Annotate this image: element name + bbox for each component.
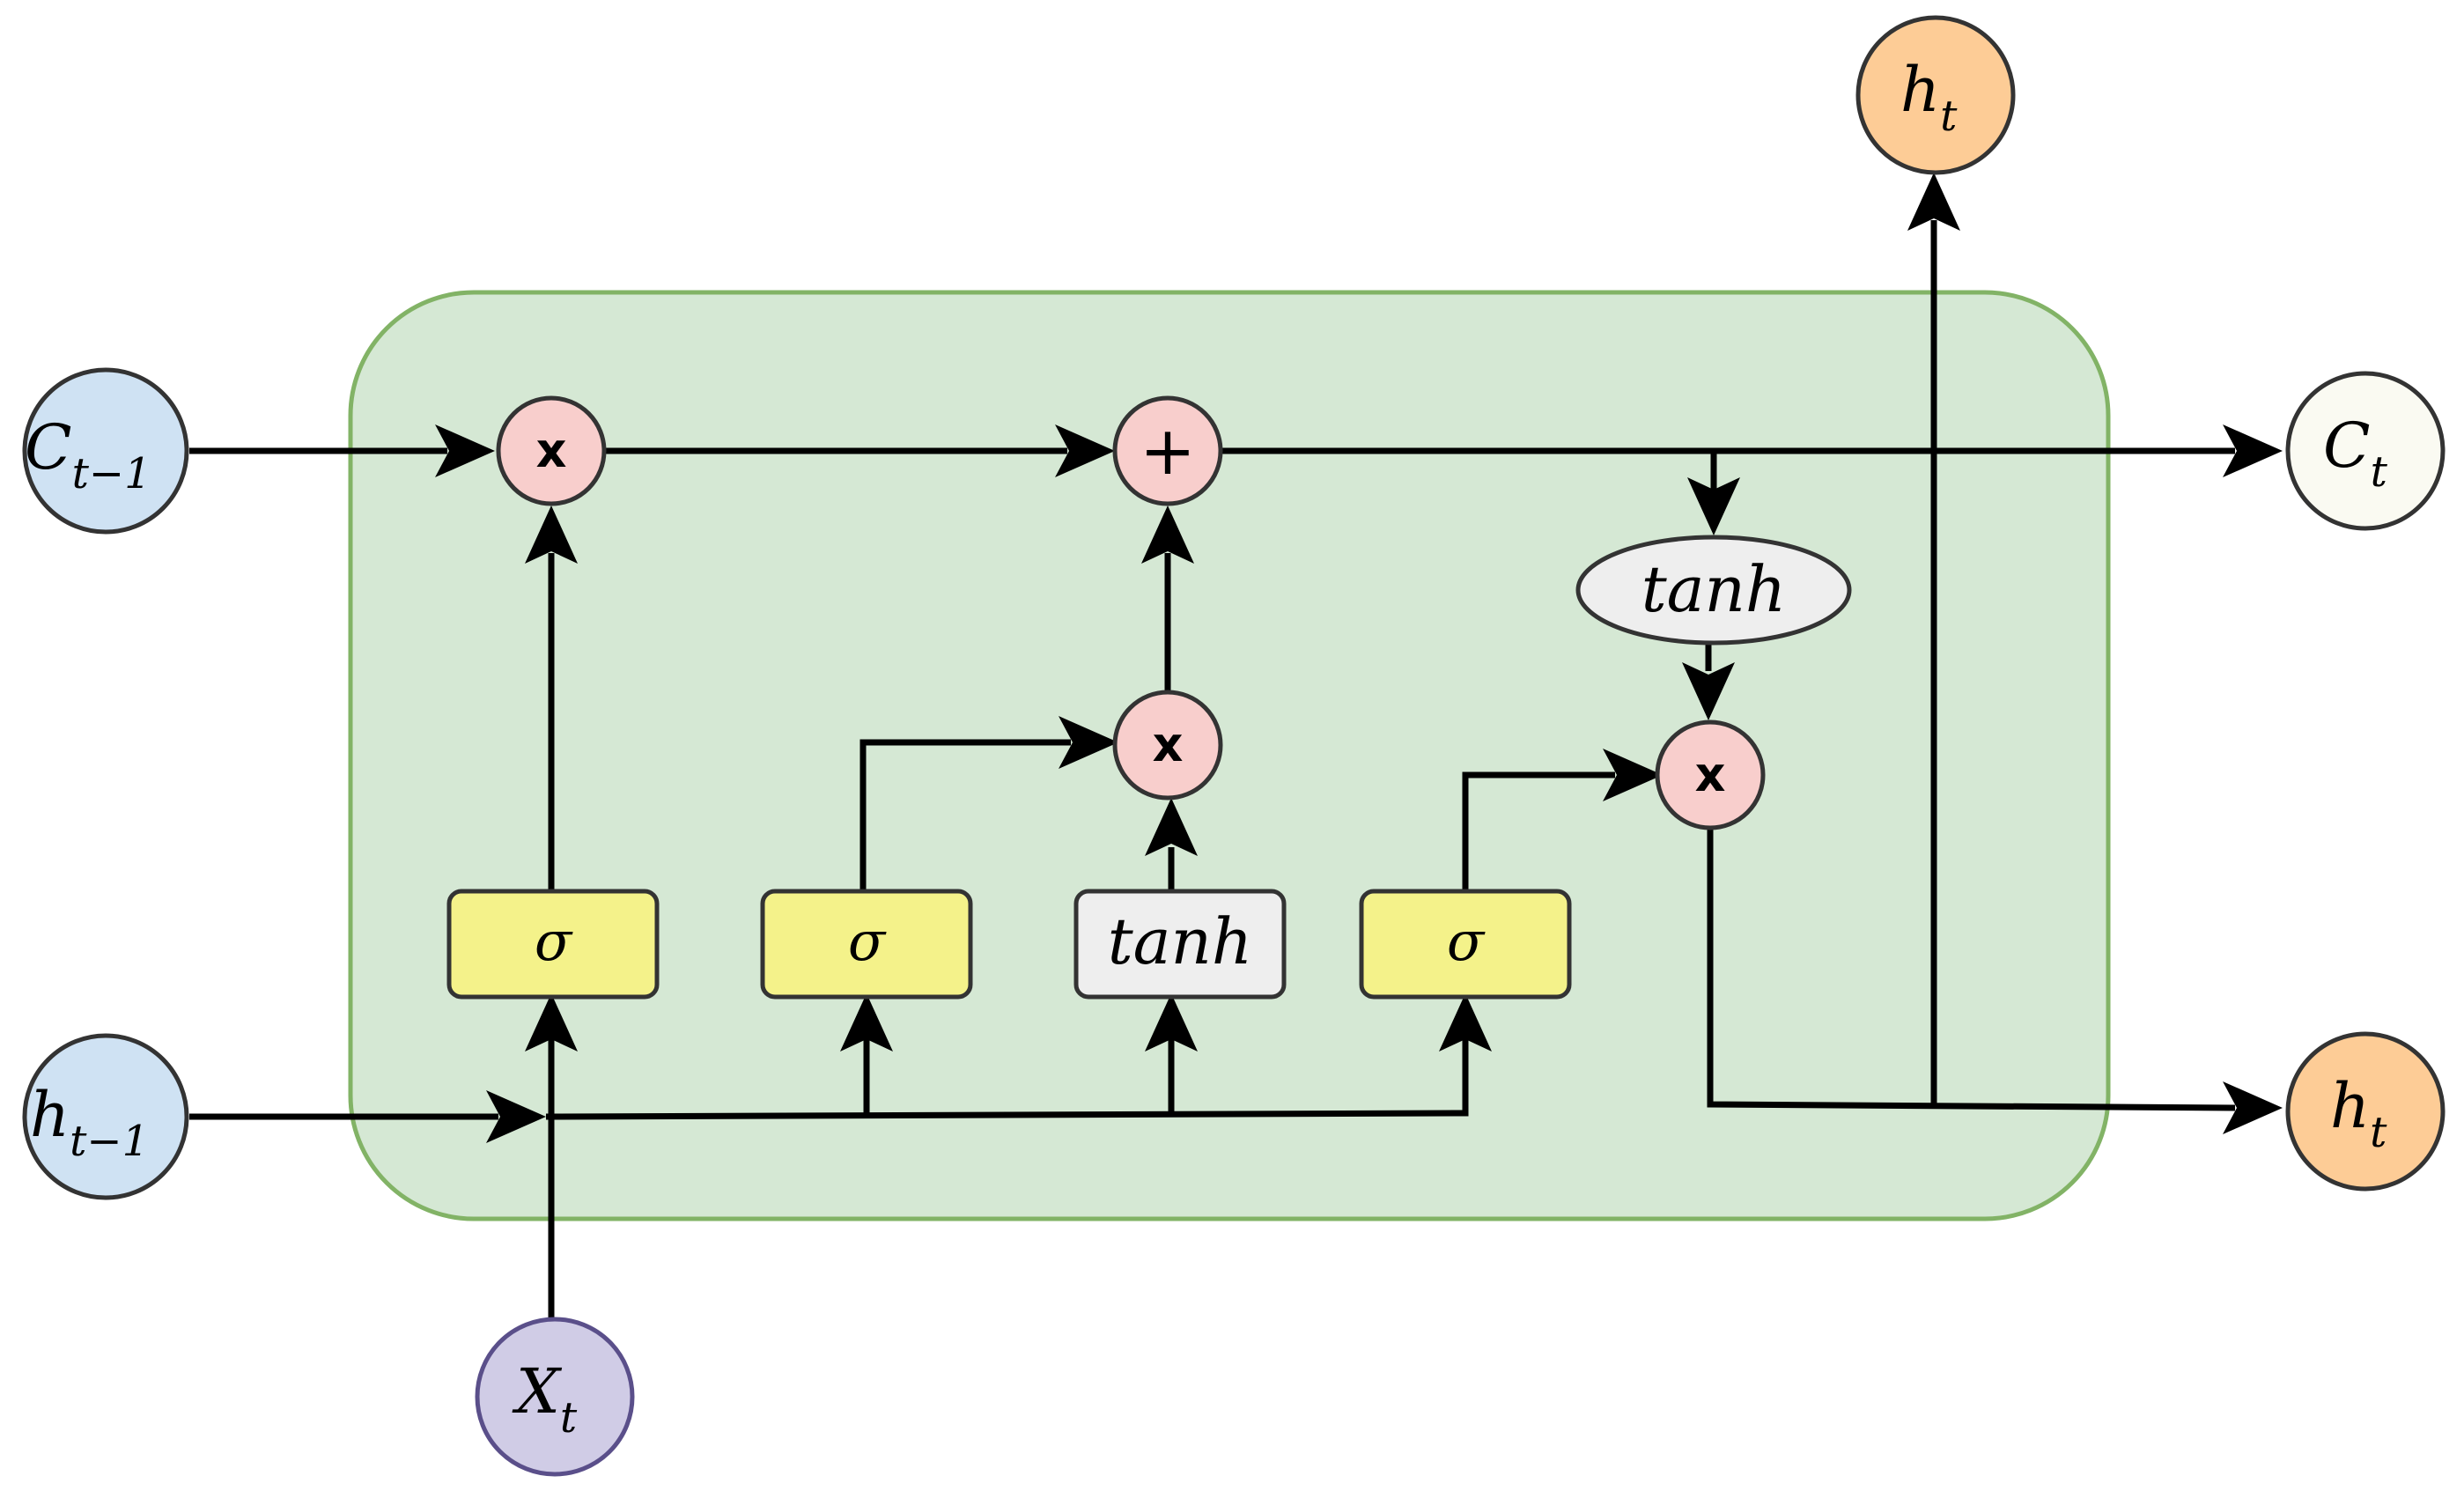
- output-multiply-symbol: x: [1695, 747, 1726, 802]
- cell-add-symbol: +: [1140, 411, 1196, 490]
- svg-text:Xt: Xt: [512, 1355, 578, 1443]
- h-prev-sub: t−1: [70, 1117, 149, 1166]
- arrowhead: [2223, 424, 2283, 477]
- forget-multiply-op: x: [496, 395, 607, 506]
- output-gate-label: σ: [1447, 909, 1486, 973]
- input-h-prev: ht−1: [22, 1033, 189, 1200]
- input-gate-label: σ: [848, 909, 887, 973]
- arrowhead: [1603, 749, 1663, 801]
- edge-input-gate-to-mult: [859, 739, 1071, 891]
- output-h-t-right: ht: [2285, 1031, 2446, 1192]
- arrowhead: [1145, 798, 1198, 856]
- arrowhead: [1059, 716, 1118, 769]
- cell-add-op: +: [1112, 395, 1223, 506]
- arrowhead: [2223, 1081, 2283, 1134]
- forget-multiply-symbol: x: [536, 423, 567, 478]
- candidate-gate: tanh: [1073, 889, 1287, 1000]
- h-prev-main: h: [30, 1079, 70, 1151]
- output-gate: σ: [1359, 889, 1572, 1000]
- cell-tanh: tanh: [1575, 535, 1852, 646]
- h-t-top-sub: t: [1940, 92, 1958, 141]
- svg-text:ht: ht: [2330, 1070, 2387, 1157]
- input-c-prev: Ct−1: [22, 367, 189, 535]
- arrowhead: [1145, 993, 1198, 1052]
- arrowhead: [525, 993, 578, 1052]
- forget-gate-label: σ: [535, 909, 573, 973]
- arrowhead: [1682, 662, 1735, 720]
- candidate-gate-label: tanh: [1108, 904, 1253, 978]
- arrowhead: [486, 1090, 546, 1143]
- x-t-main: X: [512, 1355, 563, 1428]
- forget-gate: σ: [446, 889, 660, 1000]
- arrowhead: [1141, 505, 1194, 564]
- cell-tanh-label: tanh: [1641, 552, 1787, 626]
- input-multiply-symbol: x: [1153, 717, 1184, 772]
- svg-text:Ct−1: Ct−1: [25, 411, 151, 498]
- c-t-main: C: [2323, 410, 2371, 482]
- arrowhead: [840, 993, 893, 1052]
- arrowhead: [1687, 477, 1740, 535]
- x-t-sub: t: [560, 1393, 578, 1443]
- svg-text:ht: ht: [1900, 54, 1958, 141]
- c-prev-main: C: [25, 411, 72, 483]
- input-multiply-op: x: [1112, 690, 1223, 801]
- arrowhead: [1907, 173, 1960, 231]
- edge-output-gate-to-mult: [1462, 771, 1615, 891]
- arrowhead: [1439, 993, 1492, 1052]
- h-t-top-main: h: [1900, 54, 1940, 126]
- output-h-t-top: ht: [1855, 15, 2016, 175]
- c-t-sub: t: [2371, 447, 2388, 497]
- output-multiply-op: x: [1655, 719, 1766, 830]
- arrowhead: [435, 424, 495, 477]
- arrowhead: [525, 505, 578, 564]
- h-t-right-main: h: [2330, 1070, 2370, 1142]
- svg-text:Ct: Ct: [2323, 410, 2388, 497]
- edge-bus: [545, 1039, 1469, 1120]
- svg-text:ht−1: ht−1: [30, 1079, 149, 1166]
- input-gate: σ: [760, 889, 973, 1000]
- arrowhead: [1055, 424, 1115, 477]
- input-x-t: Xt: [475, 1317, 635, 1477]
- c-prev-sub: t−1: [72, 449, 151, 498]
- output-c-t: Ct: [2285, 371, 2446, 531]
- h-t-right-sub: t: [2370, 1108, 2387, 1157]
- lstm-cell-box: [348, 290, 2111, 1221]
- edge-output-mult-to-ht: [1707, 828, 2236, 1111]
